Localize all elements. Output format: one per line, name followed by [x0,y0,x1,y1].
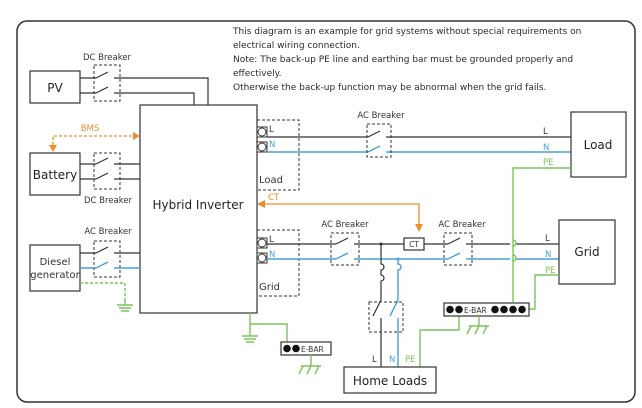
ac-breaker-load-label: AC Breaker [357,111,405,121]
home-loads-PE-label: PE [405,355,416,365]
ac-breaker-diesel [93,240,121,278]
ebar-inverter-label: E-BAR [301,345,324,354]
grid-PE-label: PE [545,266,556,276]
dc-breaker-battery-label: DC Breaker [84,196,133,206]
bms-label: BMS [81,124,100,134]
grid-port-N: N [269,250,275,260]
diesel-generator-box [29,244,81,292]
dc-breaker-pv [93,64,121,102]
dc-breaker-pv-label: DC Breaker [83,53,132,63]
grid-label: Grid [574,245,599,259]
bms-arrow-icon [133,132,140,140]
grid-port-group: L N Grid [256,229,300,297]
battery-group: Battery DC Breaker [29,152,140,206]
hybrid-inverter-label: Hybrid Inverter [152,198,243,212]
ac-breaker-grid-inverter-label: AC Breaker [321,220,369,230]
note-line-4: effectively. [233,69,282,79]
diagram-frame [16,20,636,403]
load-L-label: L [543,127,548,137]
battery-box [29,152,81,196]
note-text: This diagram is an example for grid syst… [232,27,581,93]
ac-breaker-grid-inverter [330,232,360,266]
ebar-inverter: E-BAR [280,341,332,375]
home-loads-box [343,366,437,394]
ac-breaker-grid-main [443,232,473,266]
ct-box-label: CT [409,240,419,249]
ac-breaker-diesel-label: AC Breaker [84,227,132,237]
ct-arrow-left-icon [257,200,265,208]
ebar-main: E-BAR [443,302,530,335]
earth-ground-icon [298,355,321,375]
ct-link: CT [257,193,423,232]
load-port-N: N [269,140,275,150]
home-loads-N-label: N [389,355,395,365]
pv-box [29,70,81,104]
grid-N-label: N [545,250,551,260]
load-port-group: L N Load [256,119,300,191]
ground-icon [117,300,133,312]
home-loads-label: Home Loads [353,374,427,388]
home-loads-L-label: L [372,355,377,365]
ac-breaker-load [366,123,392,158]
pv-label: PV [47,81,63,95]
ct-label: CT [268,193,280,203]
battery-label: Battery [33,168,77,182]
note-line-3: Note: The back-up PE line and earthing b… [233,55,573,65]
earth-ground-icon [466,316,489,335]
bms-arrow-down-icon [49,145,57,152]
ebar-main-label: E-BAR [464,306,487,315]
diesel-group: Diesel generator AC Breaker [29,227,140,312]
grid-port-L: L [269,235,274,245]
load-port-L: L [269,125,274,135]
dc-breaker-battery [93,152,121,190]
ac-breaker-grid-main-label: AC Breaker [438,220,486,230]
diesel-label-line2: generator [30,270,80,281]
ct-arrow-down-icon [415,224,423,232]
load-port-dashed-box [256,119,300,191]
pv-group: PV DC Breaker [29,53,209,105]
load-port-label: Load [259,175,283,186]
load-label: Load [584,138,613,152]
grid-port-label: Grid [259,282,280,293]
note-line-5: Otherwise the back-up function may be ab… [233,83,546,93]
grid-L-label: L [545,234,550,244]
ground-icon [242,324,258,343]
ac-breaker-home-loads [368,301,404,333]
diesel-label-line1: Diesel [40,257,71,268]
grid-box [558,219,616,285]
hybrid-inverter-box [139,104,258,314]
load-PE-label: PE [543,158,554,168]
load-box [570,111,627,178]
bms-link: BMS [49,124,140,152]
note-line-2: electrical wiring connection. [233,41,360,51]
note-line-1: This diagram is an example for grid syst… [232,27,581,37]
load-N-label: N [543,143,549,153]
